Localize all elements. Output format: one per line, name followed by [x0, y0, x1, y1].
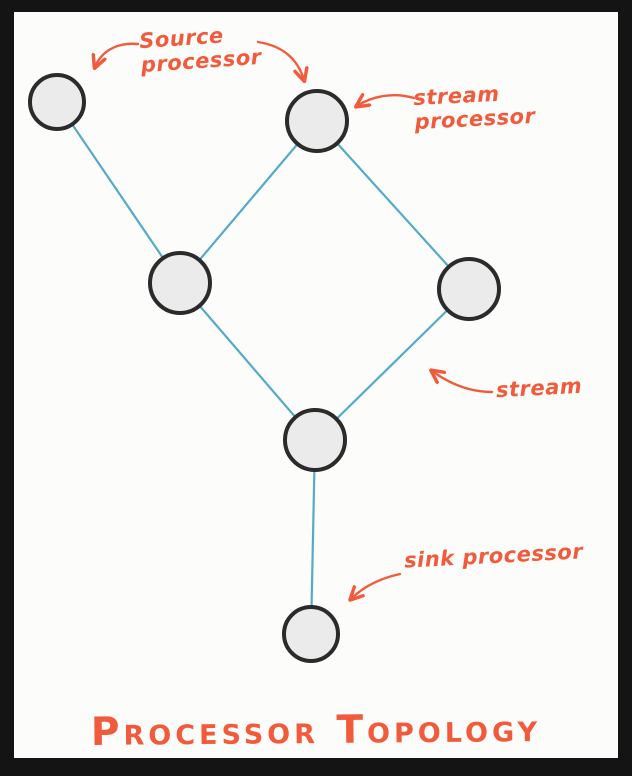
processor-node-top-center [285, 89, 349, 153]
edge-topcenter-midleft [178, 119, 319, 285]
edge-midright-bottom [313, 287, 471, 442]
diagram-title: Processor Topology [90, 706, 542, 755]
stream-processor-label: stream processor [413, 81, 536, 134]
arrow-sink-processor-icon [351, 572, 402, 599]
arrow-source-to-topcenter-icon [256, 40, 304, 80]
processor-node-sink [282, 605, 340, 663]
edge-topleft-midleft [55, 100, 182, 285]
processor-node-top-left [28, 73, 86, 131]
arrow-stream-icon [432, 371, 494, 394]
arrow-source-to-topleft-icon [95, 42, 140, 67]
arrow-stream-processor-icon [357, 95, 416, 106]
processor-node-mid-left [148, 251, 212, 315]
edge-midleft-bottom [178, 281, 317, 442]
processor-node-bottom-center [283, 408, 347, 472]
source-processor-label: Source processor [138, 22, 263, 77]
stream-label: stream [495, 373, 583, 403]
edge-topcenter-midright [315, 119, 471, 291]
edge-bottom-sink [309, 438, 317, 636]
processor-node-mid-right [437, 257, 501, 321]
